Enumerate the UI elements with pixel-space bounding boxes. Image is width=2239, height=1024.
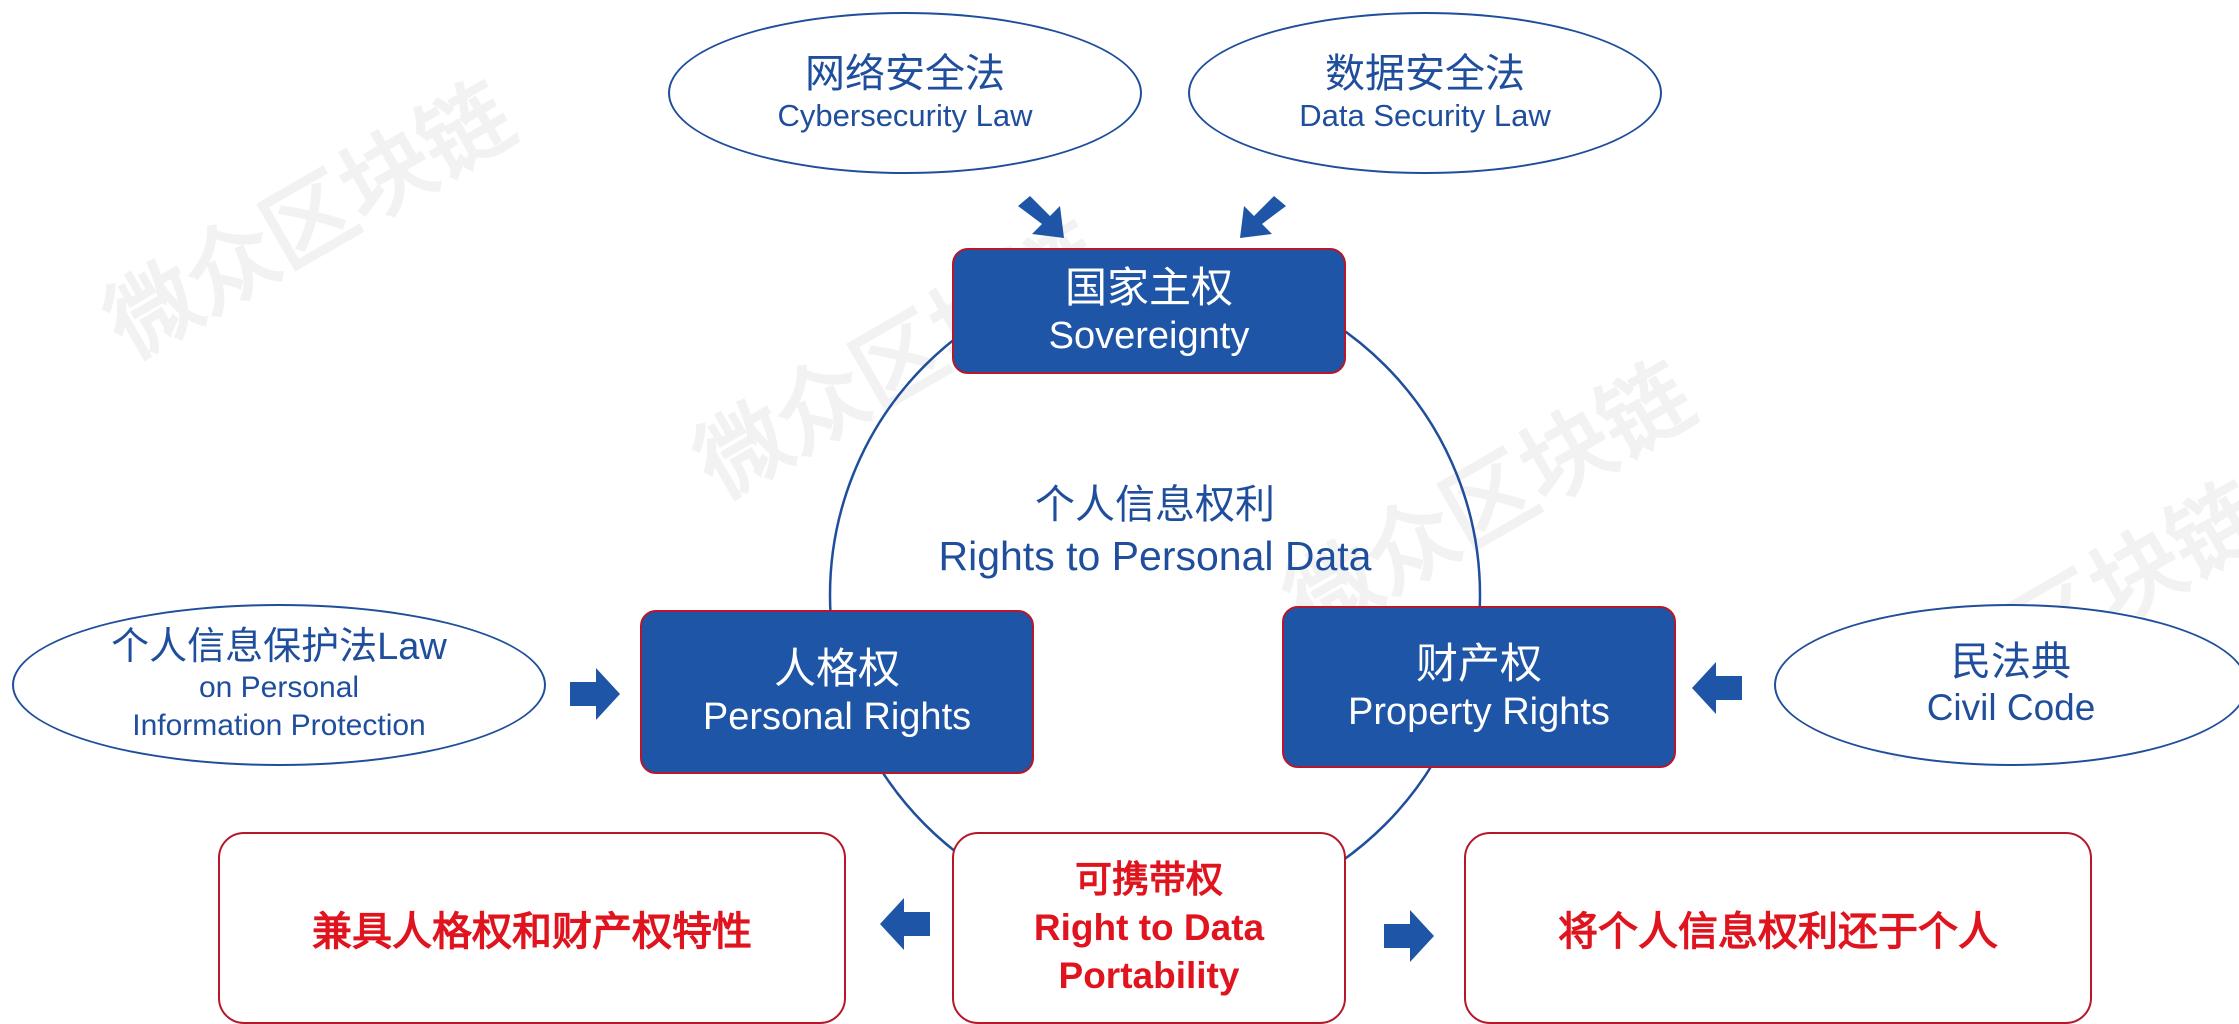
arrow-left-dual-nature-icon <box>880 898 930 950</box>
arrow-right-pipl-icon <box>570 668 620 720</box>
sovereignty-node: 国家主权 Sovereignty <box>952 248 1346 374</box>
data-security-law-zh: 数据安全法 <box>1325 52 1525 96</box>
portability-box: 可携带权 Right to Data Portability <box>952 832 1346 1024</box>
dual-nature-text: 兼具人格权和财产权特性 <box>312 910 752 954</box>
center-label-zh: 个人信息权利 <box>1035 483 1275 527</box>
personal-rights-zh: 人格权 <box>773 645 900 692</box>
arrow-right-return-icon <box>1384 910 1434 962</box>
cybersecurity-law-ellipse: 网络安全法 Cybersecurity Law <box>668 12 1142 174</box>
watermark-text-1: 微众区块链 <box>89 66 530 378</box>
data-security-law-ellipse: 数据安全法 Data Security Law <box>1188 12 1662 174</box>
pipl-line2: on Personal <box>198 671 360 704</box>
civil-code-ellipse: 民法典 Civil Code <box>1774 604 2239 766</box>
portability-zh: 可携带权 <box>1075 859 1223 900</box>
cybersecurity-law-en: Cybersecurity Law <box>777 98 1033 133</box>
personal-rights-en: Personal Rights <box>702 696 972 738</box>
personal-rights-node: 人格权 Personal Rights <box>640 610 1034 774</box>
cybersecurity-law-zh: 网络安全法 <box>805 52 1005 96</box>
return-to-individual-text: 将个人信息权利还于个人 <box>1558 910 1998 954</box>
dual-nature-box: 兼具人格权和财产权特性 <box>218 832 846 1024</box>
return-to-individual-box: 将个人信息权利还于个人 <box>1464 832 2092 1024</box>
sovereignty-en: Sovereignty <box>1048 315 1250 357</box>
pipl-line1: 个人信息保护法Law <box>111 626 447 668</box>
civil-code-en: Civil Code <box>1926 687 2096 728</box>
arrow-down-right-icon <box>1018 196 1064 238</box>
data-security-law-en: Data Security Law <box>1299 98 1551 133</box>
pipl-line3: Information Protection <box>132 709 426 742</box>
property-rights-zh: 财产权 <box>1415 640 1542 687</box>
pipl-ellipse: 个人信息保护法Law on Personal Information Prote… <box>12 604 546 766</box>
sovereignty-zh: 国家主权 <box>1064 264 1233 311</box>
center-label-en: Rights to Personal Data <box>938 533 1372 579</box>
property-rights-en: Property Rights <box>1348 691 1610 733</box>
rights-to-personal-data-label: 个人信息权利 Rights to Personal Data <box>880 480 1430 582</box>
civil-code-zh: 民法典 <box>1951 640 2071 684</box>
arrow-left-civil-code-icon <box>1692 662 1742 714</box>
arrow-down-left-icon <box>1240 196 1286 238</box>
portability-en-line2: Portability <box>1058 955 1240 996</box>
property-rights-node: 财产权 Property Rights <box>1282 606 1676 768</box>
portability-en-line1: Right to Data <box>1033 907 1265 948</box>
